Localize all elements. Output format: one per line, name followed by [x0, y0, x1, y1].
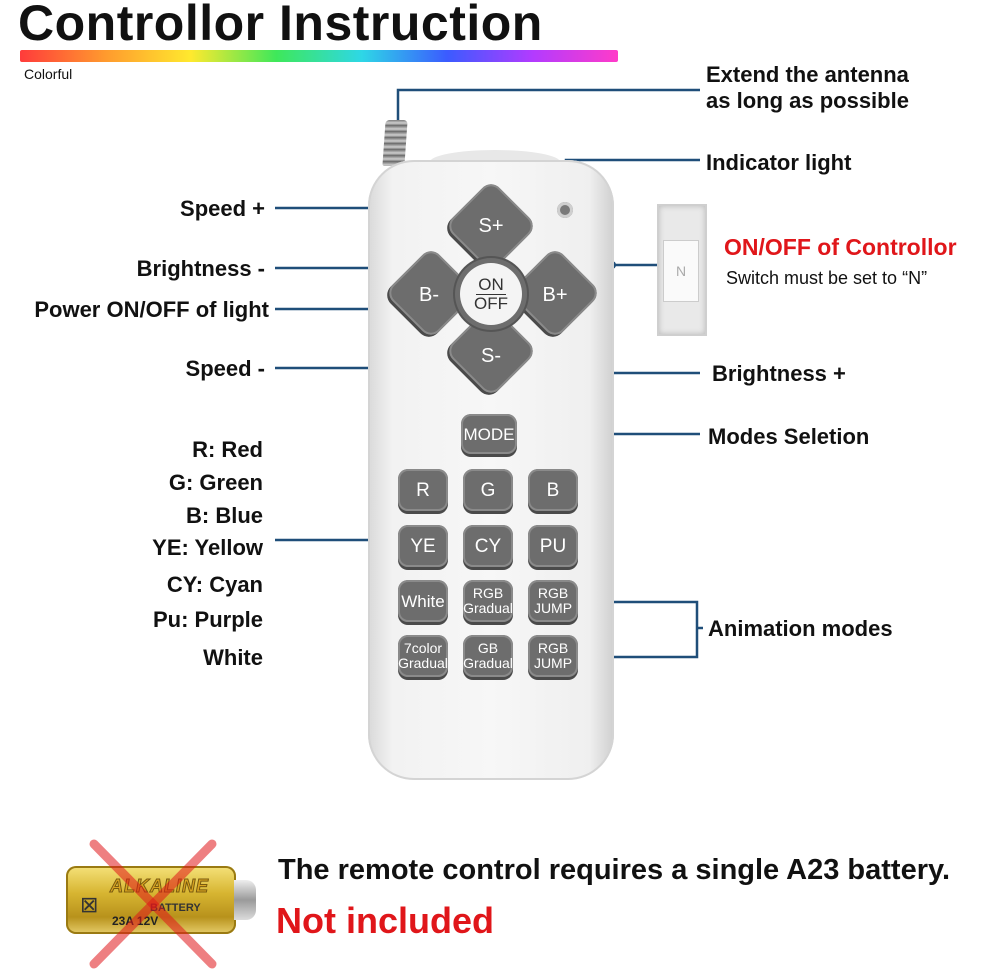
leader-antenna — [396, 88, 700, 126]
label-modes: Modes Seletion — [708, 424, 870, 449]
label-switch-note: Switch must be set to “N” — [726, 268, 928, 288]
label-speed-minus: Speed - — [185, 356, 265, 381]
yellow-button[interactable]: YE — [398, 525, 448, 567]
7color-gradual-line2: Gradual — [398, 655, 448, 671]
red-button[interactable]: R — [398, 469, 448, 511]
legend-blue: B: Blue — [186, 503, 263, 528]
white-button[interactable]: White — [398, 580, 448, 622]
blue-button[interactable]: B — [528, 469, 578, 511]
gb-gradual-line1: GB — [477, 640, 499, 656]
rainbow-divider — [20, 50, 618, 62]
gb-gradual-line2: Gradual — [463, 655, 513, 671]
label-antenna-1: Extend the antenna — [706, 62, 909, 87]
page-subtitle: Colorful — [24, 66, 73, 82]
gb-gradual-button[interactable]: GB Gradual — [463, 635, 513, 677]
rgb-jump-2-line2: JUMP — [533, 655, 573, 671]
cross-out-icon — [89, 839, 217, 969]
not-included-label: Not included — [276, 900, 494, 941]
mode-button[interactable]: MODE — [461, 414, 517, 454]
label-antenna-2: as long as possible — [706, 88, 909, 113]
legend-green: G: Green — [168, 470, 263, 495]
legend-yellow: YE: Yellow — [152, 535, 263, 560]
label-speed-plus: Speed + — [180, 196, 265, 221]
animation-bracket — [578, 600, 699, 659]
7color-gradual-line1: 7color — [403, 640, 443, 656]
brightness-plus-label: B+ — [542, 284, 568, 306]
rgb-gradual-line2: Gradual — [463, 600, 513, 616]
battery-requirement: The remote control requires a single A23… — [278, 854, 951, 886]
green-button[interactable]: G — [463, 469, 513, 511]
antenna — [382, 120, 408, 166]
cyan-button[interactable]: CY — [463, 525, 513, 567]
legend-red: R: Red — [192, 437, 263, 462]
rgb-jump-line2: JUMP — [533, 600, 573, 616]
label-brightness-minus: Brightness - — [136, 256, 265, 281]
rgb-jump-line1: RGB — [537, 585, 569, 601]
legend-purple: Pu: Purple — [152, 607, 263, 632]
power-off-label: OFF — [474, 293, 508, 313]
speed-minus-label: S- — [481, 345, 501, 367]
brightness-minus-label: B- — [419, 284, 439, 306]
7color-gradual-button[interactable]: 7color Gradual — [398, 635, 448, 677]
rgb-jump-2-line1: RGB — [537, 640, 569, 656]
speed-plus-label: S+ — [478, 215, 504, 237]
label-brightness-plus: Brightness + — [712, 361, 846, 386]
page-title: Controllor Instruction — [18, 0, 543, 51]
recycle-bin-icon: ⊠ — [80, 892, 99, 917]
legend-cyan: CY: Cyan — [166, 572, 263, 597]
label-switch-title: ON/OFF of Controllor — [724, 234, 957, 260]
purple-button[interactable]: PU — [528, 525, 578, 567]
rgb-jump-button[interactable]: RGB JUMP — [528, 580, 578, 622]
rgb-gradual-button[interactable]: RGB Gradual — [463, 580, 513, 622]
rgb-jump-2-button[interactable]: RGB JUMP — [528, 635, 578, 677]
label-indicator: Indicator light — [706, 150, 852, 175]
legend-white: White — [203, 645, 263, 670]
battery-terminal — [234, 880, 256, 920]
power-button[interactable]: ON OFF — [460, 263, 522, 325]
power-on-label: ON — [476, 274, 506, 295]
label-power: Power ON/OFF of light — [34, 297, 269, 322]
indicator-light — [557, 202, 573, 218]
power-switch[interactable]: N — [663, 240, 699, 302]
rgb-gradual-line1: RGB — [472, 585, 504, 601]
label-animation: Animation modes — [708, 616, 893, 641]
